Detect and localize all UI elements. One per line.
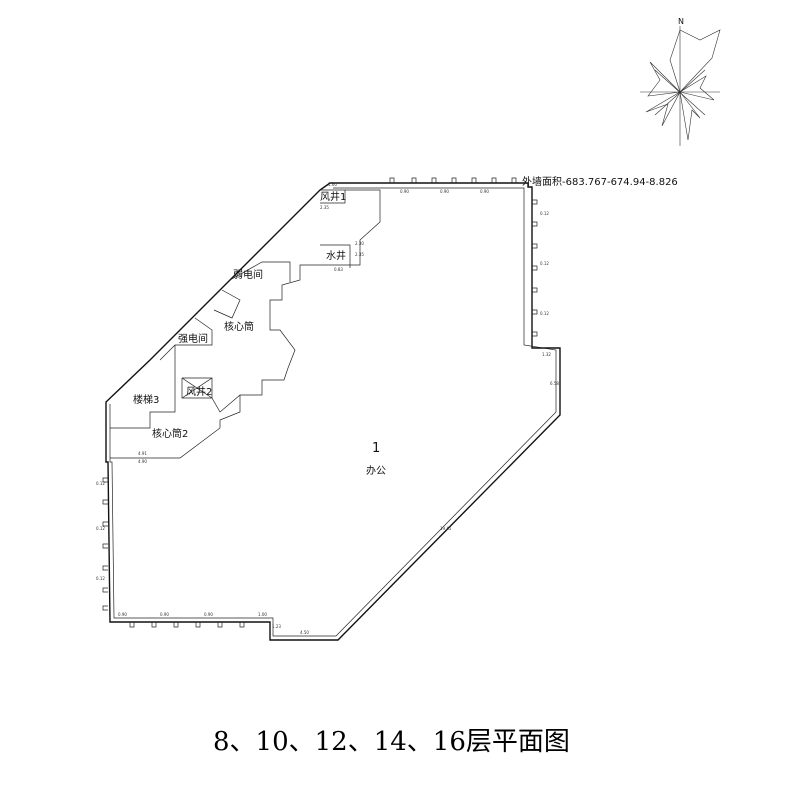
dim-label: 0.12 <box>540 211 549 216</box>
dim-label: 1.23 <box>272 624 281 629</box>
dim-label: 4.91 <box>138 451 147 456</box>
north-label: N <box>678 17 684 26</box>
dim-label: 2.35 <box>320 205 329 210</box>
room-wind-shaft-1: 风井1 <box>320 190 346 203</box>
room-core-tube-2: 核心筒2 <box>152 427 188 440</box>
dim-label: 1.32 <box>542 352 551 357</box>
dim-label: 1.60 <box>328 182 337 187</box>
dim-label: 0.12 <box>96 481 105 486</box>
compass-rose: N <box>640 17 721 146</box>
main-room-number: 1 <box>372 441 380 456</box>
dimension-labels: 1.60 2.35 2.30 2.35 0.83 4.91 4.90 1.32 … <box>96 182 559 635</box>
dim-label: 6.58 <box>550 381 559 386</box>
dim-label: 0.12 <box>540 261 549 266</box>
dim-label: 0.90 <box>204 612 213 617</box>
room-stair-3: 楼梯3 <box>133 393 159 406</box>
dim-label: 0.90 <box>400 189 409 194</box>
top-wall-piers <box>389 177 517 183</box>
dim-label: 0.12 <box>96 526 105 531</box>
dim-label: 0.90 <box>160 612 169 617</box>
room-wind-shaft-2: 风井2 <box>186 385 212 398</box>
dim-label: 0.90 <box>118 612 127 617</box>
drawing-title: 8、10、12、14、16层平面图 <box>213 727 570 757</box>
bottom-wall-piers <box>129 622 245 628</box>
room-water-shaft: 水井 <box>326 249 346 262</box>
building-outline <box>105 182 561 641</box>
area-note: 外墙面积-683.767-674.94-8.826 <box>522 175 678 188</box>
dim-label: 0.12 <box>96 576 105 581</box>
dim-label: 2.30 <box>355 241 364 246</box>
dim-label: 0.12 <box>540 311 549 316</box>
dim-label: 1.00 <box>258 612 267 617</box>
room-labels: 风井1 水井 弱电间 核心筒 强电间 风井2 楼梯3 核心筒2 1 办公 <box>133 190 386 477</box>
dim-label: 0.90 <box>480 189 489 194</box>
dim-label: 0.83 <box>334 267 343 272</box>
dim-label: 4.90 <box>138 459 147 464</box>
outer-walls <box>102 177 561 641</box>
dim-label: 4.50 <box>300 630 309 635</box>
inner-wall-line <box>109 187 557 637</box>
core-walls <box>110 189 381 459</box>
room-core-tube: 核心筒 <box>224 320 254 333</box>
dim-label: 0.90 <box>440 189 449 194</box>
main-room-name: 办公 <box>366 464 386 477</box>
dim-label: 19.45 <box>440 526 452 531</box>
right-wall-piers <box>532 199 538 337</box>
left-wall-piers <box>102 477 108 611</box>
room-weak-electric: 弱电间 <box>233 268 263 281</box>
room-strong-electric: 强电间 <box>178 332 208 345</box>
dim-label: 2.35 <box>355 252 364 257</box>
